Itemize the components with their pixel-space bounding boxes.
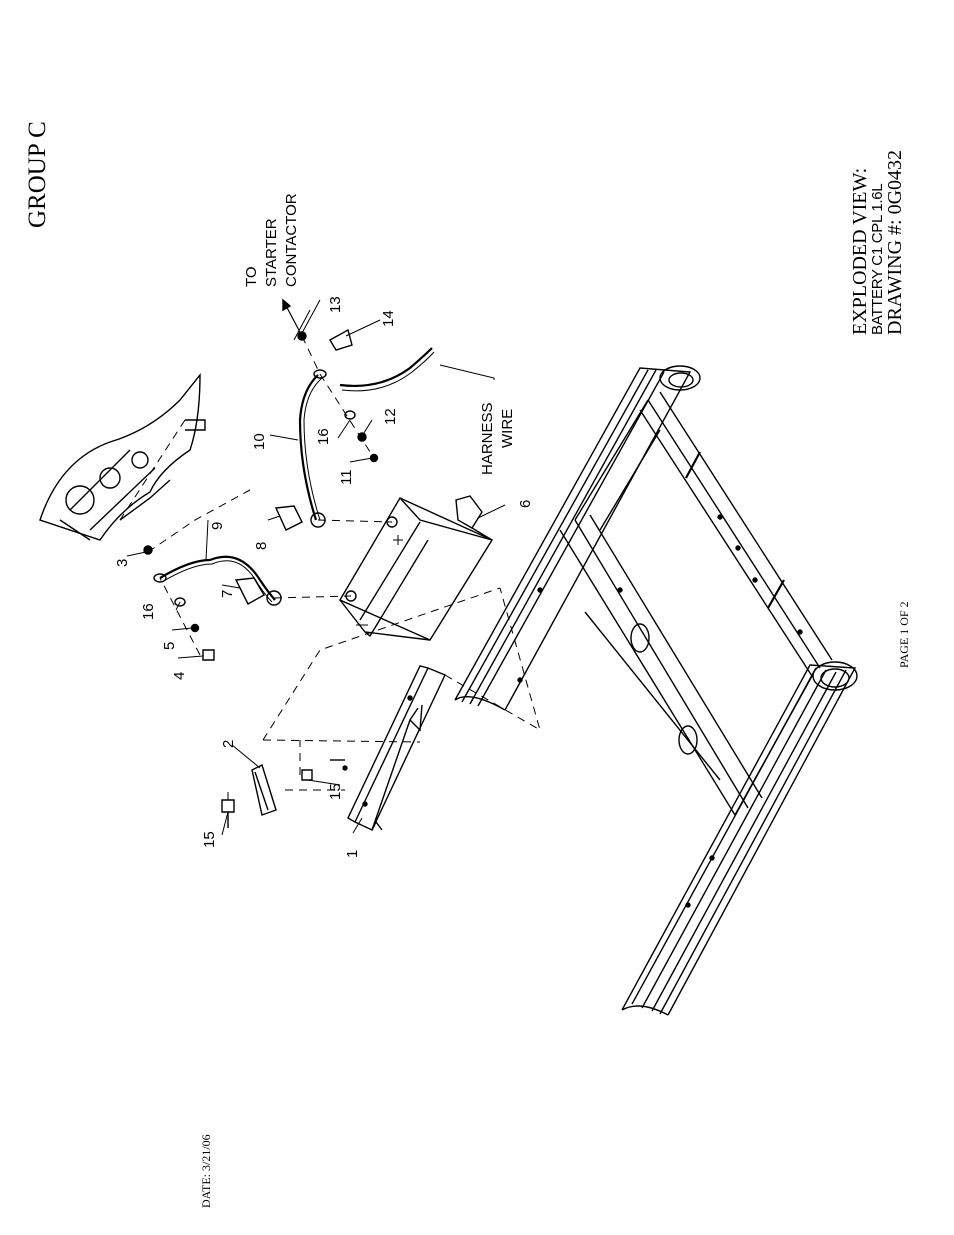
callout-7: 7	[219, 590, 236, 598]
harness-wire	[340, 348, 434, 391]
callout-3: 3	[114, 559, 131, 567]
terminal-covers	[236, 506, 302, 604]
frame-rails	[455, 366, 857, 1015]
callout-12: 12	[382, 408, 399, 425]
hardware	[144, 330, 378, 660]
callout-14: 14	[380, 310, 397, 327]
callout-2: 2	[220, 740, 237, 748]
leader-lines	[127, 300, 505, 835]
note-starter: TO STARTER CONTACTOR	[243, 193, 300, 287]
callout-13: 13	[327, 296, 344, 313]
note-starter-line3: CONTACTOR	[283, 193, 300, 287]
callout-15b: 15	[327, 783, 344, 800]
hold-down-bracket	[252, 765, 276, 815]
callout-16b: 16	[315, 428, 332, 445]
callout-10: 10	[251, 433, 268, 450]
battery	[340, 496, 492, 640]
callout-6: 6	[517, 500, 534, 508]
callout-9: 9	[209, 522, 226, 530]
arrowhead	[283, 300, 290, 310]
note-starter-line1: TO	[243, 266, 260, 287]
callout-16a: 16	[140, 603, 157, 620]
callout-5: 5	[161, 642, 178, 650]
note-harness: HARNESS WIRE	[479, 402, 516, 475]
callout-11: 11	[338, 469, 355, 485]
negative-cable	[154, 557, 281, 605]
callout-1: 1	[344, 850, 361, 858]
assembly-lines	[120, 336, 540, 800]
callout-15a: 15	[201, 831, 218, 848]
positive-cable	[300, 370, 326, 527]
note-harness-line2: WIRE	[499, 409, 516, 448]
note-starter-line2: STARTER	[263, 218, 280, 287]
bolts	[222, 770, 312, 828]
battery-tray	[330, 666, 445, 830]
callout-4: 4	[171, 672, 188, 680]
callout-8: 8	[253, 542, 270, 550]
note-harness-line1: HARNESS	[479, 402, 496, 475]
